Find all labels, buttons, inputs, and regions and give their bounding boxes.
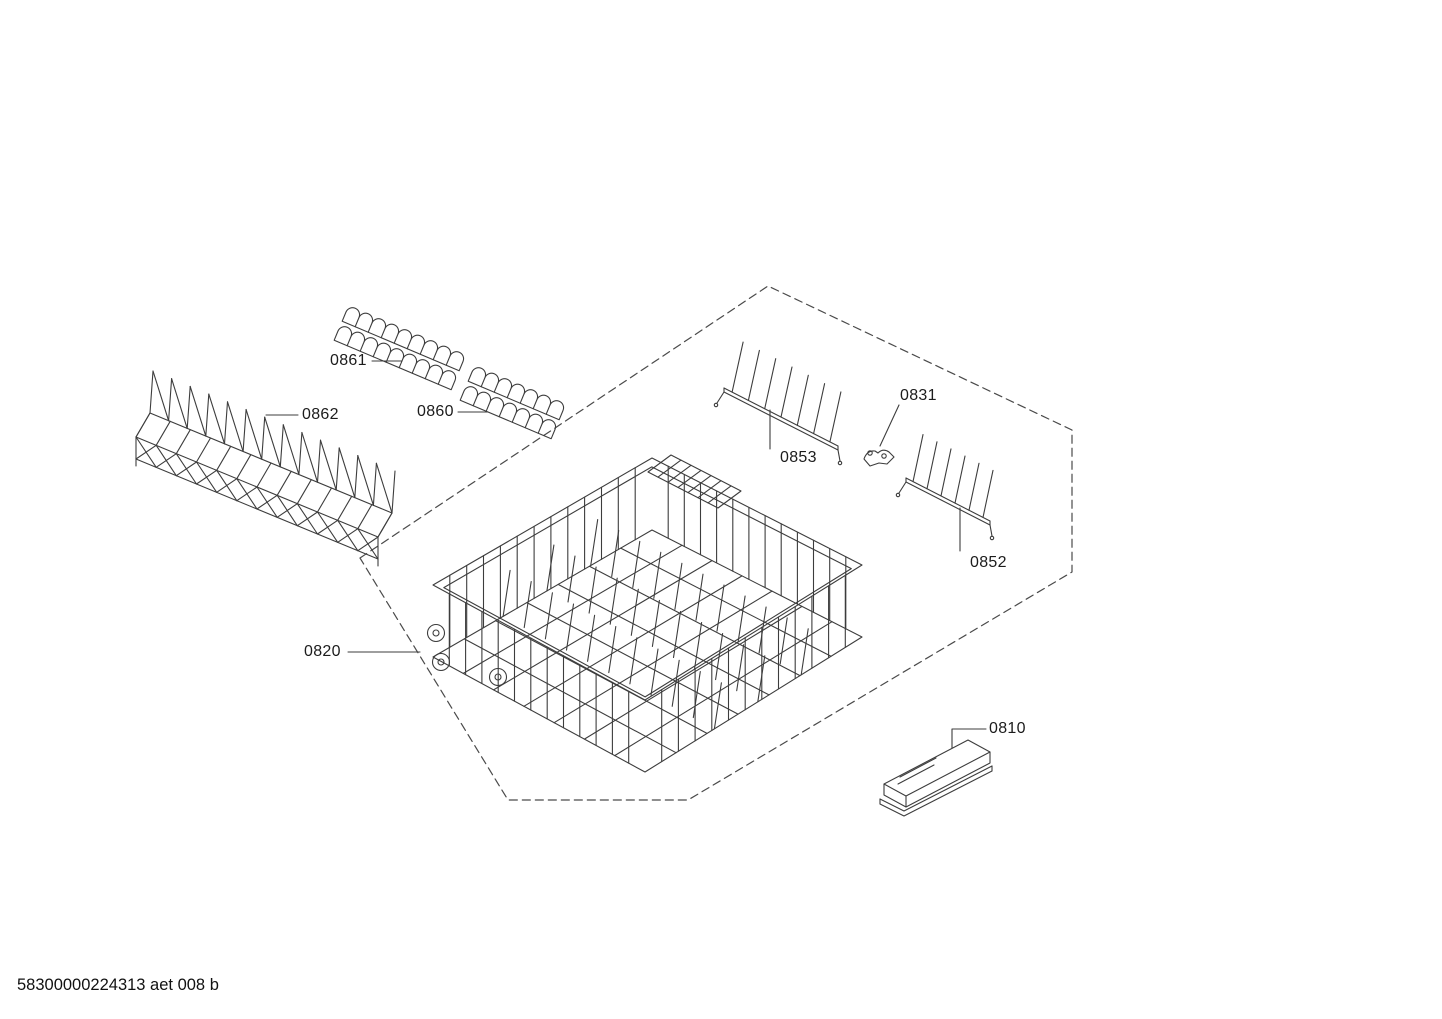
part-label-0860: 0860: [417, 403, 454, 420]
part-drawing-0810-drip-tray: [879, 739, 993, 817]
part-drawing-0853-plate-rack: [713, 341, 843, 466]
part-drawing-0860-glass-rack-insert: [459, 367, 565, 440]
part-drawing-0831-bearing-clip: [863, 449, 895, 467]
part-label-0820: 0820: [304, 643, 341, 660]
part-drawing-0820-bottom-basket: [426, 454, 863, 773]
part-label-0862: 0862: [302, 406, 339, 423]
part-drawing-0862-cutlery-rack: [135, 370, 396, 567]
assembly-boundary-dashed-outline: [359, 285, 1073, 801]
part-label-0852: 0852: [970, 554, 1007, 571]
part-drawing-0852-plate-rack: [895, 434, 995, 541]
part-label-0861: 0861: [330, 352, 367, 369]
part-label-0810: 0810: [989, 720, 1026, 737]
part-drawing-0861-glass-rack-insert: [333, 307, 465, 391]
part-label-0853: 0853: [780, 449, 817, 466]
part-label-0831: 0831: [900, 387, 937, 404]
label-leader-lines: [265, 360, 987, 749]
document-id: 58300000224313 aet 008 b: [17, 976, 219, 994]
